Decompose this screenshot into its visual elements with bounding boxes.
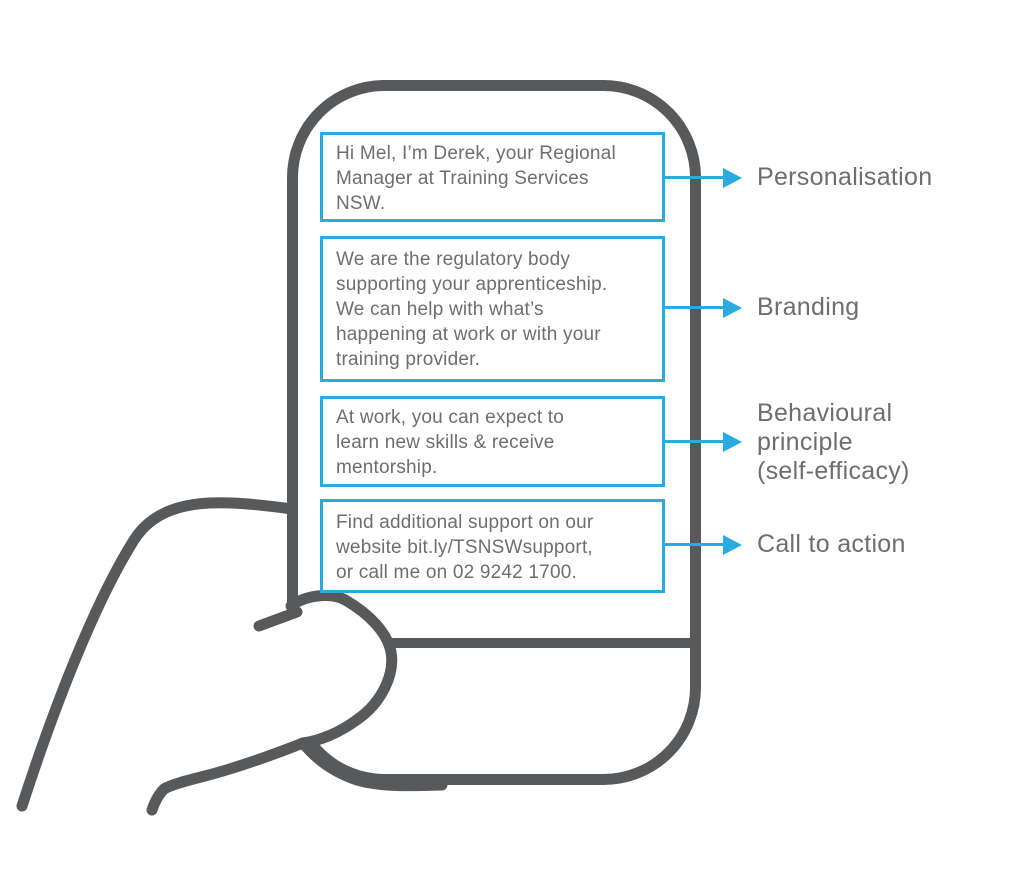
hand-thumb-web-outline bbox=[253, 606, 303, 632]
message-line: We can help with what’s bbox=[336, 299, 544, 320]
message-line: training provider. bbox=[336, 349, 481, 370]
message-line: website bit.ly/TSNSWsupport, bbox=[336, 537, 593, 558]
arrow-right-icon bbox=[723, 298, 742, 318]
message-line: mentorship. bbox=[336, 457, 438, 478]
annotation-arrow-line bbox=[664, 440, 725, 443]
message-line: Manager at Training Services bbox=[336, 168, 589, 189]
message-bubble-personalisation: Hi Mel, I’m Derek, your Regional Manager… bbox=[320, 132, 665, 222]
annotation-arrow-line bbox=[664, 543, 725, 546]
annotation-label-line: Branding bbox=[757, 293, 860, 321]
message-line: NSW. bbox=[336, 193, 386, 214]
annotation-label-line: Call to action bbox=[757, 530, 906, 558]
annotation-label-line: Personalisation bbox=[757, 163, 933, 191]
hand-thumb-outline bbox=[146, 590, 398, 816]
annotation-label-behavioural-principle: Behavioural principle (self-efficacy) bbox=[757, 399, 910, 486]
hand-silhouette bbox=[22, 502, 445, 828]
hand-finger-fold-outline bbox=[297, 737, 448, 792]
message-line: Hi Mel, I’m Derek, your Regional bbox=[336, 143, 616, 164]
message-bubble-behavioural-principle: At work, you can expect to learn new ski… bbox=[320, 396, 665, 487]
message-line: At work, you can expect to bbox=[336, 407, 565, 428]
message-line: happening at work or with your bbox=[336, 324, 601, 345]
message-line: supporting your apprenticeship. bbox=[336, 274, 608, 295]
annotation-arrow-line bbox=[664, 176, 725, 179]
message-line: Find additional support on our bbox=[336, 512, 594, 533]
annotation-arrow-line bbox=[664, 306, 725, 309]
arrow-right-icon bbox=[723, 535, 742, 555]
message-line: We are the regulatory body bbox=[336, 249, 571, 270]
message-bubble-branding: We are the regulatory body supporting yo… bbox=[320, 236, 665, 382]
arrow-right-icon bbox=[723, 432, 742, 452]
annotation-label-line: (self-efficacy) bbox=[757, 457, 910, 485]
arrow-right-icon bbox=[723, 168, 742, 188]
annotation-label-call-to-action: Call to action bbox=[757, 530, 906, 559]
message-line: learn new skills & receive bbox=[336, 432, 555, 453]
annotation-label-personalisation: Personalisation bbox=[757, 163, 932, 192]
annotation-label-line: principle bbox=[757, 428, 853, 456]
annotation-label-line: Behavioural bbox=[757, 399, 893, 427]
message-line: or call me on 02 9242 1700. bbox=[336, 562, 577, 583]
annotation-label-branding: Branding bbox=[757, 293, 859, 322]
hand-arm-outline bbox=[16, 497, 298, 812]
message-bubble-call-to-action: Find additional support on our website b… bbox=[320, 499, 665, 593]
